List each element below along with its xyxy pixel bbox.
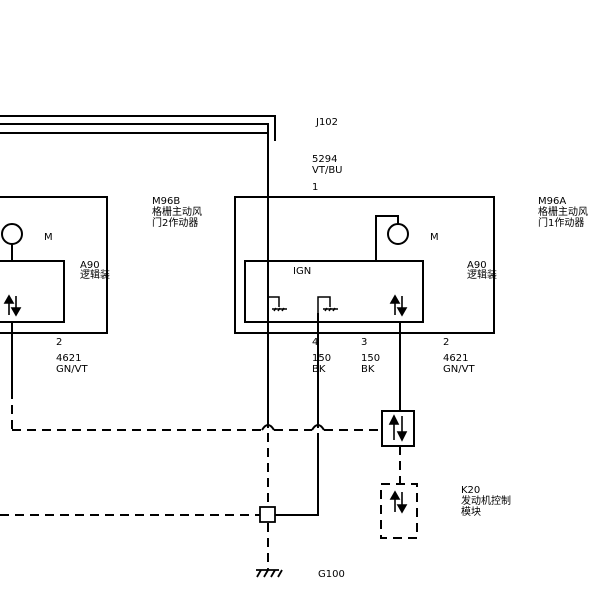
module-a-pin-3: 3 — [361, 337, 368, 348]
module-a-wire3-color: BK — [361, 364, 375, 375]
pin-top-number: 1 — [312, 182, 319, 193]
module-b-motor-label: M — [44, 232, 53, 243]
internal-ground-icon-3 — [317, 296, 338, 313]
module-b-id: M96B — [152, 196, 181, 207]
module-a-data-arrows-icon — [389, 294, 408, 317]
wire-top-circuit: 5294 — [312, 154, 338, 165]
module-a-wire4-circuit: 150 — [312, 353, 332, 364]
module-b-box — [0, 196, 108, 334]
ground-icon — [256, 568, 283, 578]
module-a-logic-label: 逻辑装 — [467, 270, 497, 281]
internal-ground-icon-ign — [267, 296, 287, 313]
ecm-id: K20 — [461, 485, 481, 496]
module-b-pin: 2 — [56, 337, 63, 348]
module-a-wire2-circuit: 4621 — [443, 353, 469, 364]
module-b-logic-label: 逻辑装 — [80, 270, 110, 281]
wire-crossover-hop-2 — [311, 424, 325, 431]
module-b-data-arrows-icon — [3, 294, 22, 317]
module-a-wire4-color: BK — [312, 364, 326, 375]
wire-top-color: VT/BU — [312, 165, 343, 176]
module-a-motor-icon — [387, 223, 409, 245]
module-b-motor-icon — [1, 223, 23, 245]
module-b-name-line1: 格栅主动风 — [152, 207, 202, 218]
module-a-wire2-color: GN/VT — [443, 364, 475, 375]
data-gateway-box — [381, 410, 415, 447]
module-a-logic-id: A90 — [467, 260, 487, 271]
ecm-box — [380, 483, 418, 539]
module-a-pin-2: 2 — [443, 337, 450, 348]
j102-bus-line-lower — [0, 123, 269, 428]
module-b-wire-color: GN/VT — [56, 364, 88, 375]
ecm-name-line2: 模块 — [461, 507, 481, 518]
ecm-name-line1: 发动机控制 — [461, 496, 511, 507]
ground-splice — [259, 506, 276, 523]
connector-label: J102 — [316, 117, 339, 128]
module-a-wire3-circuit: 150 — [361, 353, 381, 364]
module-a-motor-label: M — [430, 232, 439, 243]
module-a-ign-label: IGN — [293, 266, 312, 277]
module-a-motor-bracket — [375, 215, 399, 261]
module-b-logic-box — [0, 260, 65, 323]
j102-bus-line-upper — [0, 115, 276, 141]
module-a-pin-4: 4 — [312, 337, 319, 348]
ecm-data-arrows-icon — [389, 490, 408, 514]
data-gateway-arrows-icon — [388, 414, 408, 442]
module-b-logic-id: A90 — [80, 260, 100, 271]
wire-crossover-hop-1 — [261, 424, 275, 431]
module-b-wire-circuit: 4621 — [56, 353, 82, 364]
wire-splice-stub — [275, 510, 319, 516]
module-a-name-line1: 格栅主动风 — [538, 207, 588, 218]
module-a-box — [234, 196, 495, 334]
module-a-id: M96A — [538, 196, 567, 207]
module-a-logic-box — [244, 260, 424, 323]
ground-label: G100 — [318, 569, 345, 580]
module-b-name-line2: 门2作动器 — [152, 218, 199, 229]
module-a-name-line2: 门1作动器 — [538, 218, 585, 229]
